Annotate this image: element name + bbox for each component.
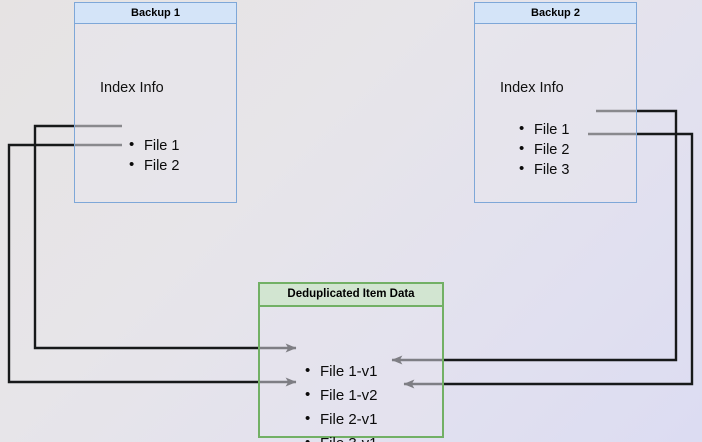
list-item[interactable]: File 2-v1 <box>305 407 378 432</box>
node-backup-2-body: Index Info File 1 File 2 File 3 <box>475 24 636 202</box>
node-backup-2-title: Backup 2 <box>475 3 636 24</box>
node-backup-2[interactable]: Backup 2 Index Info File 1 File 2 File 3 <box>474 2 637 203</box>
list-item[interactable]: File 2 <box>129 155 179 176</box>
list-item[interactable]: File 1 <box>519 119 569 140</box>
node-deduplicated-item-data-body: File 1-v1 File 1-v2 File 2-v1 File 3-v1 <box>260 307 442 442</box>
list-item[interactable]: File 1-v1 <box>305 359 378 384</box>
list-item[interactable]: File 3-v1 <box>305 431 378 442</box>
node-backup-1[interactable]: Backup 1 Index Info File 1 File 2 <box>74 2 237 203</box>
backup-1-index-info-label: Index Info <box>100 80 164 96</box>
list-item[interactable]: File 1-v2 <box>305 383 378 408</box>
list-item[interactable]: File 2 <box>519 139 569 160</box>
connector-backup2-file2-to-file2v1 <box>403 132 694 389</box>
backup-2-file-list: File 1 File 2 File 3 <box>519 119 569 180</box>
list-item[interactable]: File 3 <box>519 159 569 180</box>
node-backup-1-title: Backup 1 <box>75 3 236 24</box>
node-deduplicated-item-data[interactable]: Deduplicated Item Data File 1-v1 File 1-… <box>258 282 444 442</box>
backup-1-file-list: File 1 File 2 <box>129 135 179 176</box>
node-deduplicated-item-data-title: Deduplicated Item Data <box>260 284 442 307</box>
connector-backup1-file2-to-file2v1 <box>7 143 297 387</box>
list-item[interactable]: File 1 <box>129 135 179 156</box>
dedup-item-list: File 1-v1 File 1-v2 File 2-v1 File 3-v1 <box>305 359 378 442</box>
backup-2-index-info-label: Index Info <box>500 80 564 96</box>
node-backup-1-body: Index Info File 1 File 2 <box>75 24 236 202</box>
